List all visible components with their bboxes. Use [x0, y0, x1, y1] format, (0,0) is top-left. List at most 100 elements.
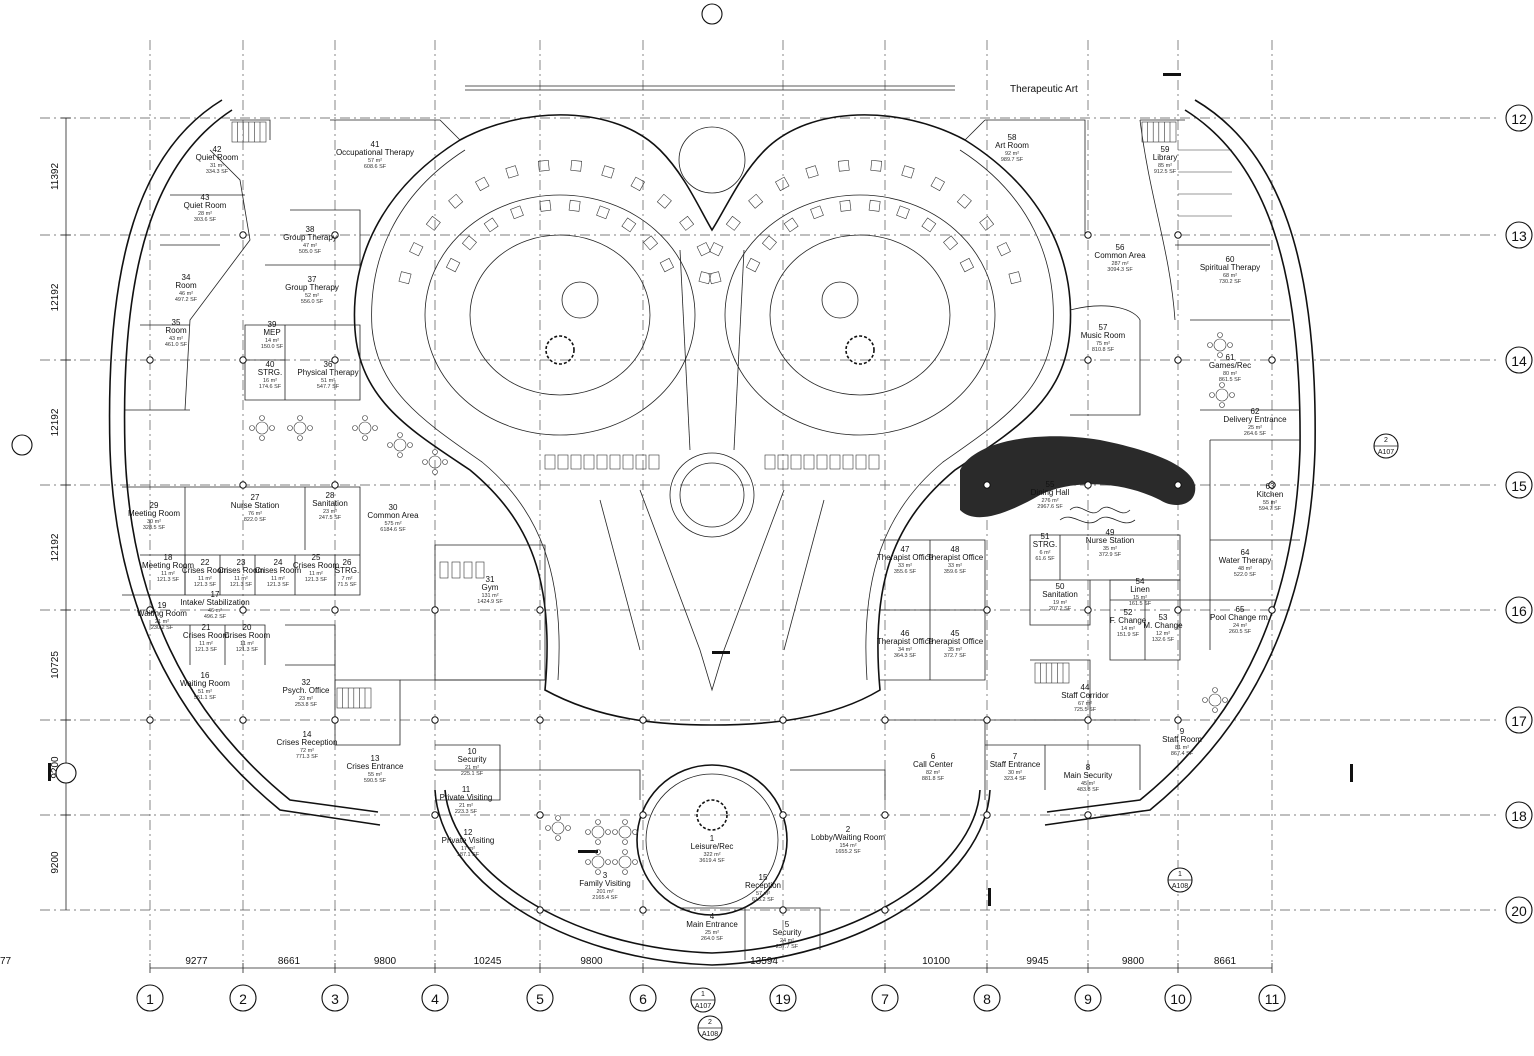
grid-bubble-row: 15	[1505, 471, 1533, 499]
grid-bubble-col: 5	[526, 984, 554, 1012]
room-name: Common Area	[367, 511, 419, 520]
elevation-marker	[55, 762, 77, 784]
room-number: 27	[251, 493, 260, 502]
dimension-label: 10100	[922, 956, 950, 967]
column-dot	[331, 606, 339, 614]
column-dot	[431, 716, 439, 724]
room-area: 594.7 SF	[1259, 506, 1282, 512]
column-dot	[536, 716, 544, 724]
room-area: 121.3 SF	[230, 582, 253, 588]
room-name: Water Therapy	[1219, 556, 1271, 565]
room-area: 75 m²	[1096, 341, 1110, 347]
section-number: 1	[1178, 871, 1182, 878]
room-name: Lobby/Waiting Room	[811, 833, 885, 842]
room-number: 55	[1046, 480, 1055, 489]
column-dot	[779, 716, 787, 724]
grid-bubble-label: 16	[1511, 603, 1527, 619]
room-area: 150.0 SF	[261, 344, 284, 350]
room-area: 264.6 SF	[1244, 431, 1267, 437]
column-dot	[536, 606, 544, 614]
room-name: Therapist Office	[927, 553, 984, 562]
room-area: 30 m²	[147, 519, 161, 525]
column-dot	[431, 811, 439, 819]
grid-bubble-col: 7	[871, 984, 899, 1012]
room-area: 21 m²	[155, 619, 169, 625]
column-dot	[1174, 231, 1182, 239]
dimension-label: 9800	[1122, 956, 1145, 967]
dimension-label: 12192	[50, 283, 61, 311]
room-area: 21 m²	[465, 765, 479, 771]
room-name: Spiritual Therapy	[1200, 263, 1260, 272]
elevation-marker	[11, 434, 33, 456]
column-dot	[239, 606, 247, 614]
room-number: 6	[931, 752, 936, 761]
dimension-label: 9200	[50, 756, 61, 779]
room-number: 21	[202, 623, 211, 632]
room-area: 21 m²	[459, 803, 473, 809]
grid-bubble-label: 7	[881, 991, 889, 1007]
room-number: 31	[486, 575, 495, 584]
room-number: 34	[182, 273, 191, 282]
room-name: Crises Room	[182, 566, 229, 575]
dimension-label: 9277	[0, 956, 12, 967]
room-area: 1655.2 SF	[835, 849, 861, 855]
room-area: 154 m²	[839, 843, 856, 849]
room-name: Reception	[745, 881, 781, 890]
room-area: 372.7 SF	[944, 653, 967, 659]
column-dot	[1268, 481, 1276, 489]
dimension-label: 8661	[278, 956, 301, 967]
room-name: Games/Rec	[1209, 361, 1251, 370]
room-area: 25 m²	[705, 930, 719, 936]
room-name: Crises Room	[293, 561, 340, 570]
room-area: 52 m²	[305, 293, 319, 299]
room-area: 3094.3 SF	[1107, 267, 1133, 273]
grid-bubble-col: 8	[973, 984, 1001, 1012]
room-name: Waiting Room	[180, 679, 230, 688]
room-number: 2	[846, 825, 851, 834]
room-area: 132.6 SF	[1152, 637, 1175, 643]
room-area: 33 m²	[898, 563, 912, 569]
room-number: 17	[211, 590, 220, 599]
room-number: 9	[1180, 727, 1185, 736]
room-area: 822.0 SF	[244, 517, 267, 523]
column-dot	[1268, 606, 1276, 614]
room-area: 57 m²	[756, 891, 770, 897]
room-number: 64	[1241, 548, 1250, 557]
room-area: 55 m²	[1263, 500, 1277, 506]
room-area: 201 m²	[596, 889, 613, 895]
room-area: 11 m²	[271, 576, 285, 582]
room-area: 322 m²	[703, 852, 720, 858]
column-dot	[1174, 356, 1182, 364]
room-number: 20	[243, 623, 252, 632]
room-number: 39	[268, 320, 277, 329]
grid-bubble-label: 15	[1511, 478, 1527, 494]
column-dot	[881, 716, 889, 724]
grid-bubble-label: 4	[431, 991, 439, 1007]
column-dot	[1084, 811, 1092, 819]
room-area: 57 m²	[368, 158, 382, 164]
room-name: Quiet Room	[196, 153, 239, 162]
room-number: 29	[150, 501, 159, 510]
room-area: 174.6 SF	[259, 384, 282, 390]
room-number: 7	[1013, 752, 1018, 761]
